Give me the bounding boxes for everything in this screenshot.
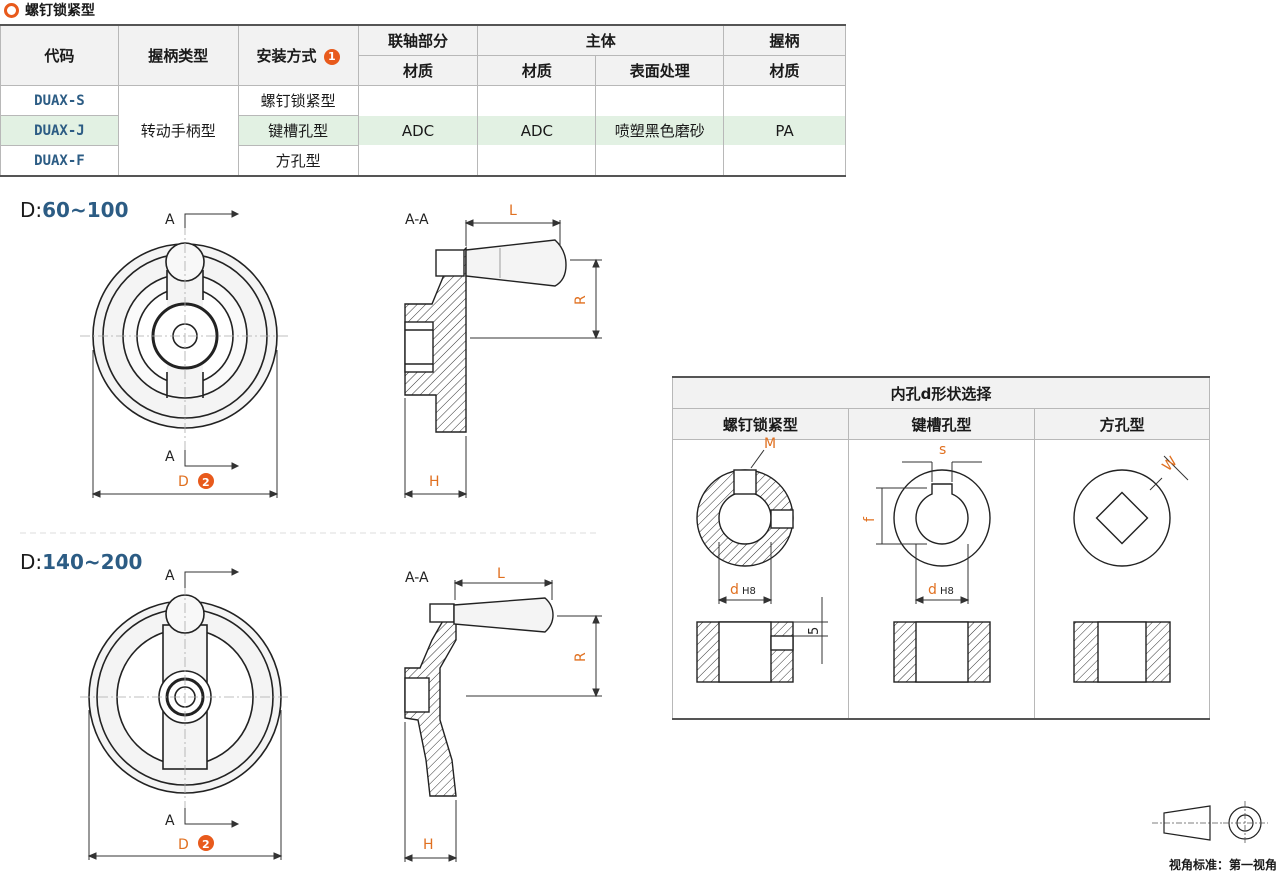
dim-r-label: R [573, 295, 589, 305]
code-cell: DUAX-S [0, 85, 119, 116]
dim-l-label: L [497, 566, 505, 582]
spec-table: 代码 握柄类型 安装方式 1 联轴部分 主体 握柄 材质 材质 表面处理 材质 … [0, 24, 846, 177]
hole-col-square: 方孔型 [1034, 408, 1210, 440]
dim-h-label: H [423, 837, 434, 853]
dim-w-label: W [1160, 454, 1181, 475]
code-cell: DUAX-F [0, 145, 119, 177]
dim-d-label: D [178, 474, 189, 490]
screw-lock-hole-icon [696, 469, 794, 683]
header-material-body: 材质 [477, 55, 597, 86]
header-surface: 表面处理 [595, 55, 725, 86]
grip-material-cell: PA [723, 85, 846, 177]
dim-h8-label: H8 [940, 586, 954, 597]
header-code: 代码 [0, 24, 119, 86]
handwheel-front-view-1 [80, 225, 290, 450]
dim-f-label: f [862, 516, 878, 522]
handle-type-cell: 转动手柄型 [117, 85, 239, 177]
section-label: A-A [405, 212, 429, 228]
drawing1-label-prefix: D: [20, 198, 43, 222]
dim-s-label: s [939, 442, 946, 458]
header-install-text: 安装方式 [256, 47, 317, 65]
install-cell: 螺钉锁紧型 [237, 85, 359, 116]
handwheel-front-view-2 [80, 585, 290, 810]
dim-l-label: L [509, 203, 517, 219]
drawing1-label-value: 60~100 [42, 198, 129, 222]
keyway-hole-icon [893, 469, 991, 683]
header-handle-type: 握柄类型 [117, 24, 239, 86]
drawing2-label-prefix: D: [20, 550, 43, 574]
surface-cell: 喷塑黑色磨砂 [595, 85, 725, 177]
code-cell: DUAX-J [0, 115, 119, 146]
dim-5-label: 5 [807, 627, 822, 635]
section-mark-a: A [165, 449, 175, 465]
section-mark-a: A [165, 568, 175, 584]
hole-table-title: 内孔d形状选择 [672, 376, 1210, 409]
install-cell: 键槽孔型 [237, 115, 359, 146]
drawing1-label: D:60~100 [20, 198, 128, 222]
note-badge-2-text: 2 [202, 838, 210, 851]
first-angle-projection-icon [1152, 801, 1268, 845]
dim-m-label: M [764, 436, 776, 452]
header-body: 主体 [477, 24, 725, 56]
dim-h-label: H [429, 474, 440, 490]
note-badge-2 [198, 835, 214, 851]
dim-d-label: d [928, 582, 937, 598]
drawing2-label: D:140~200 [20, 550, 142, 574]
note-badge-2-text: 2 [202, 476, 210, 489]
dim-h8-label: H8 [742, 586, 756, 597]
install-cell: 方孔型 [237, 145, 359, 177]
hole-shape-table: 内孔d形状选择 螺钉锁紧型 键槽孔型 方孔型 [672, 376, 1210, 720]
note-badge-1: 1 [323, 48, 340, 65]
section-title: 螺钉锁紧型 [4, 0, 95, 20]
projection-standard-note: 视角标准：第一视角 [1168, 858, 1277, 872]
note-badge-2 [198, 473, 214, 489]
handwheel-section-view-2 [404, 597, 554, 797]
header-material-grip: 材质 [723, 55, 846, 86]
title-ring-icon [4, 2, 19, 18]
handwheel-section-view-1 [404, 239, 567, 433]
hole-shape-drawings: M d H8 5 s f d H8 W [696, 436, 1189, 683]
dim-r-label: R [573, 652, 589, 662]
hole-col-screw: 螺钉锁紧型 [672, 408, 849, 440]
header-install: 安装方式 1 [237, 24, 359, 86]
square-hole-icon [1073, 469, 1171, 683]
header-material-coupling: 材质 [357, 55, 479, 86]
drawing2-label-value: 140~200 [42, 550, 143, 574]
coupling-material-cell: ADC [357, 85, 479, 177]
section-title-text: 螺钉锁紧型 [25, 3, 95, 19]
hole-col-keyway: 键槽孔型 [847, 408, 1036, 440]
section-mark-a: A [165, 212, 175, 228]
dim-d-label: d [730, 582, 739, 598]
header-coupling: 联轴部分 [357, 24, 479, 56]
section-label: A-A [405, 570, 429, 586]
section-mark-a: A [165, 813, 175, 829]
dim-d-label: D [178, 837, 189, 853]
header-grip: 握柄 [723, 24, 846, 56]
body-material-cell: ADC [477, 85, 597, 177]
